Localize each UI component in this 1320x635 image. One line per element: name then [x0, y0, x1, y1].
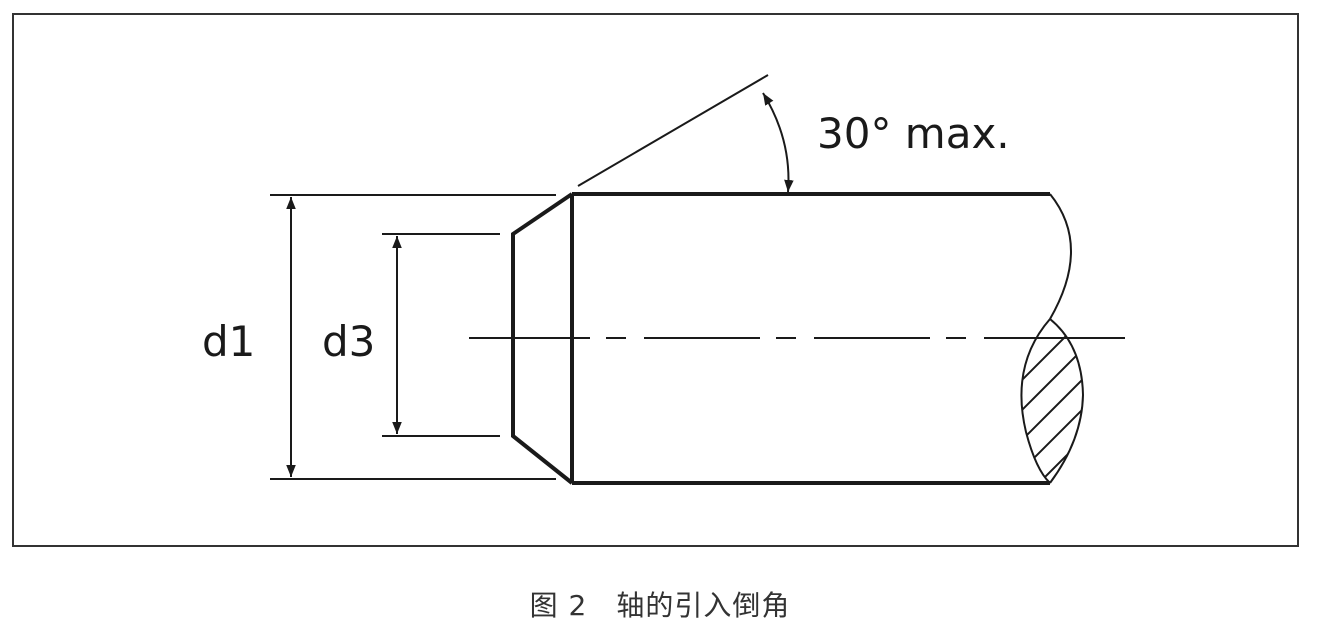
break-line-right — [1049, 318, 1085, 484]
d3-label: d3 — [322, 317, 375, 366]
angle-reference-line — [577, 74, 769, 187]
figure-frame — [12, 13, 1299, 547]
angle-arc — [762, 92, 794, 193]
extension-lines — [270, 74, 769, 480]
break-line-upper — [1049, 193, 1072, 320]
chamfer-profile — [511, 192, 574, 485]
d1-label: d1 — [202, 317, 255, 366]
break-section — [1020, 193, 1085, 484]
angle-label: 30° max. — [817, 109, 1010, 158]
figure-caption: 图 2 轴的引入倒角 — [529, 589, 791, 622]
break-line-lower — [1020, 318, 1051, 484]
dimension-arrows — [286, 92, 794, 477]
